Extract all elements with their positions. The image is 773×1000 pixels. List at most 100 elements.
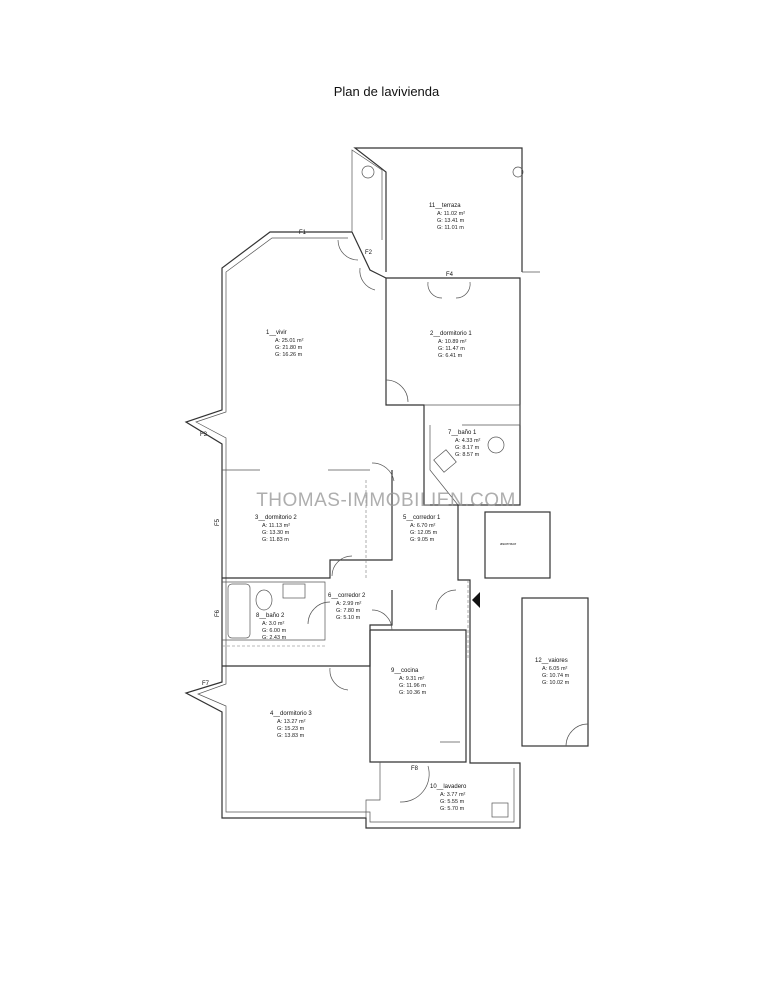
svg-text:G: 2.43 m: G: 2.43 m xyxy=(262,635,287,641)
terrace-walls xyxy=(353,147,523,272)
svg-text:G: 5.70 m: G: 5.70 m xyxy=(440,806,465,812)
svg-text:G: 5.55 m: G: 5.55 m xyxy=(440,799,465,805)
svg-text:A: 11.02 m²: A: 11.02 m² xyxy=(437,211,465,217)
svg-text:G: 12.05 m: G: 12.05 m xyxy=(410,530,438,536)
storage-room xyxy=(521,597,589,747)
window-label-f3: F3 xyxy=(200,432,208,438)
svg-text:A: 11.13 m²: A: 11.13 m² xyxy=(262,523,290,529)
room-label-corredor-2: 6__corredor 2 A: 2.99 m²G: 7.80 mG: 5.10 … xyxy=(328,593,366,621)
svg-text:G: 11.01 m: G: 11.01 m xyxy=(437,225,464,231)
bathtub xyxy=(227,583,251,639)
bath2-wall xyxy=(222,581,326,641)
svg-text:A: 3.77 m²: A: 3.77 m² xyxy=(440,792,466,798)
door-swing xyxy=(565,723,589,747)
svg-text:7__baño 1: 7__baño 1 xyxy=(448,430,477,436)
entrance-arrow-icon xyxy=(472,592,480,608)
svg-text:4__dormitorio 3: 4__dormitorio 3 xyxy=(270,711,312,717)
svg-text:A: 25.01 m²: A: 25.01 m² xyxy=(275,338,304,344)
room-label-corredor-1: 5__corredor 1A: 6.70 m²G: 12.05 mG: 9.05… xyxy=(403,515,441,543)
svg-text:A: 4.33 m²: A: 4.33 m² xyxy=(455,438,481,444)
svg-text:1__vivir: 1__vivir xyxy=(266,330,287,336)
svg-text:G: 10.74 m: G: 10.74 m xyxy=(542,673,570,679)
bedroom1-wall xyxy=(424,404,521,426)
svg-text:A: 3.0 m²: A: 3.0 m² xyxy=(262,621,284,627)
elevator-label: ascensor xyxy=(500,541,517,546)
watermark: THOMAS-IMMOBILIEN.COM xyxy=(256,490,516,511)
bath1-wall xyxy=(429,425,459,506)
door-swing xyxy=(359,267,376,291)
door-swing xyxy=(337,239,359,261)
window-label-f8: F8 xyxy=(411,766,419,772)
window-label-f2: F2 xyxy=(365,250,373,256)
svg-text:G: 7.80 m: G: 7.80 m xyxy=(336,608,361,614)
svg-text:A: 2.99 m²: A: 2.99 m² xyxy=(336,601,362,607)
svg-text:3__dormitorio 2: 3__dormitorio 2 xyxy=(255,515,297,521)
window-label-f4: F4 xyxy=(446,272,454,278)
laundry-wall xyxy=(365,762,381,818)
sink xyxy=(282,583,306,599)
svg-text:12__vaiores: 12__vaiores xyxy=(535,658,568,664)
svg-text:10__lavadero: 10__lavadero xyxy=(430,784,467,790)
terrace-inner-walls xyxy=(351,149,383,240)
svg-text:G: 15.23 m: G: 15.23 m xyxy=(277,726,305,732)
door-swing xyxy=(385,379,409,403)
svg-text:G: 8.17 m: G: 8.17 m xyxy=(455,445,480,451)
room-label-dormitorio-2: 3__dormitorio 2 A: 11.13 m²G: 13.30 mG: 1… xyxy=(255,515,297,543)
svg-text:A: 10.89 m²: A: 10.89 m² xyxy=(438,339,467,345)
window-label-f5: F5 xyxy=(215,518,221,526)
svg-text:G: 13.41 m: G: 13.41 m xyxy=(437,218,465,224)
svg-text:11__terraza: 11__terraza xyxy=(429,203,461,209)
room-label-dormitorio-3: 4__dormitorio 3 A: 13.27 m²G: 15.23 mG: 1… xyxy=(270,711,312,739)
window-label-f6: F6 xyxy=(215,609,221,617)
svg-text:G: 10.36 m: G: 10.36 m xyxy=(399,690,427,696)
svg-text:G: 6.41 m: G: 6.41 m xyxy=(438,353,463,359)
window-label-f1: F1 xyxy=(299,230,307,236)
room-label-lavadero: 10__lavadero A: 3.77 m²G: 5.55 mG: 5.70 m xyxy=(430,784,467,812)
column xyxy=(361,165,375,179)
door-swing xyxy=(435,589,457,611)
room-label-bano-1: 7__baño 1 A: 4.33 m²G: 8.17 mG: 8.57 m xyxy=(448,430,481,458)
svg-text:A: 13.27 m²: A: 13.27 m² xyxy=(277,719,306,725)
room-label-vaiores: 12__vaiores A: 6.05 m²G: 10.74 mG: 10.02 … xyxy=(535,658,570,686)
svg-text:G: 16.26 m: G: 16.26 m xyxy=(275,352,303,358)
svg-text:G: 11.96 m: G: 11.96 m xyxy=(399,683,426,689)
svg-text:A: 6.70 m²: A: 6.70 m² xyxy=(410,523,436,529)
kitchen-wall xyxy=(369,629,467,763)
svg-text:G: 13.83 m: G: 13.83 m xyxy=(277,733,305,739)
bedroom3-wall xyxy=(222,590,393,667)
door-swing xyxy=(329,609,393,691)
door-swing xyxy=(307,601,331,625)
door-swing xyxy=(427,281,471,299)
toilet xyxy=(255,589,273,611)
svg-text:G: 13.30 m: G: 13.30 m xyxy=(262,530,290,536)
door-swing xyxy=(371,462,395,482)
door-swing xyxy=(331,555,353,577)
svg-text:G: 11.83 m: G: 11.83 m xyxy=(262,537,289,543)
svg-text:G: 11.47 m: G: 11.47 m xyxy=(438,346,465,352)
room-label-bano-2: 8__baño 2A: 3.0 m²G: 6.00 mG: 2.43 m xyxy=(256,613,287,641)
shower xyxy=(433,449,457,473)
svg-text:G: 8.57 m: G: 8.57 m xyxy=(455,452,480,458)
room-label-terraza: 11__terraza A: 11.02 m²G: 13.41 mG: 11.01… xyxy=(429,203,465,231)
svg-text:5__corredor 1: 5__corredor 1 xyxy=(403,515,441,521)
toilet xyxy=(487,436,505,454)
interior-walls xyxy=(385,278,458,506)
svg-text:G: 6.00 m: G: 6.00 m xyxy=(262,628,287,634)
svg-text:G: 10.02 m: G: 10.02 m xyxy=(542,680,570,686)
svg-text:6__corredor 2: 6__corredor 2 xyxy=(328,593,366,599)
room-label-vivir: 1__vivir A: 25.01 m²G: 21.80 mG: 16.26 m xyxy=(266,330,304,358)
svg-text:G: 5.10 m: G: 5.10 m xyxy=(336,615,361,621)
outer-walls-inner xyxy=(195,237,515,823)
door-swing xyxy=(399,765,430,803)
room-label-dormitorio-1: 2__dormitorio 1 A: 10.89 m²G: 11.47 mG: 6… xyxy=(430,331,472,359)
svg-text:A: 9.31 m²: A: 9.31 m² xyxy=(399,676,425,682)
plan-title: Plan de lavivienda xyxy=(333,84,440,99)
column xyxy=(512,166,524,178)
svg-text:A: 6.05 m²: A: 6.05 m² xyxy=(542,666,568,672)
svg-text:G: 21.80 m: G: 21.80 m xyxy=(275,345,303,351)
svg-text:2__dormitorio 1: 2__dormitorio 1 xyxy=(430,331,472,337)
elevator-shaft xyxy=(484,511,551,579)
outer-walls xyxy=(184,231,521,829)
